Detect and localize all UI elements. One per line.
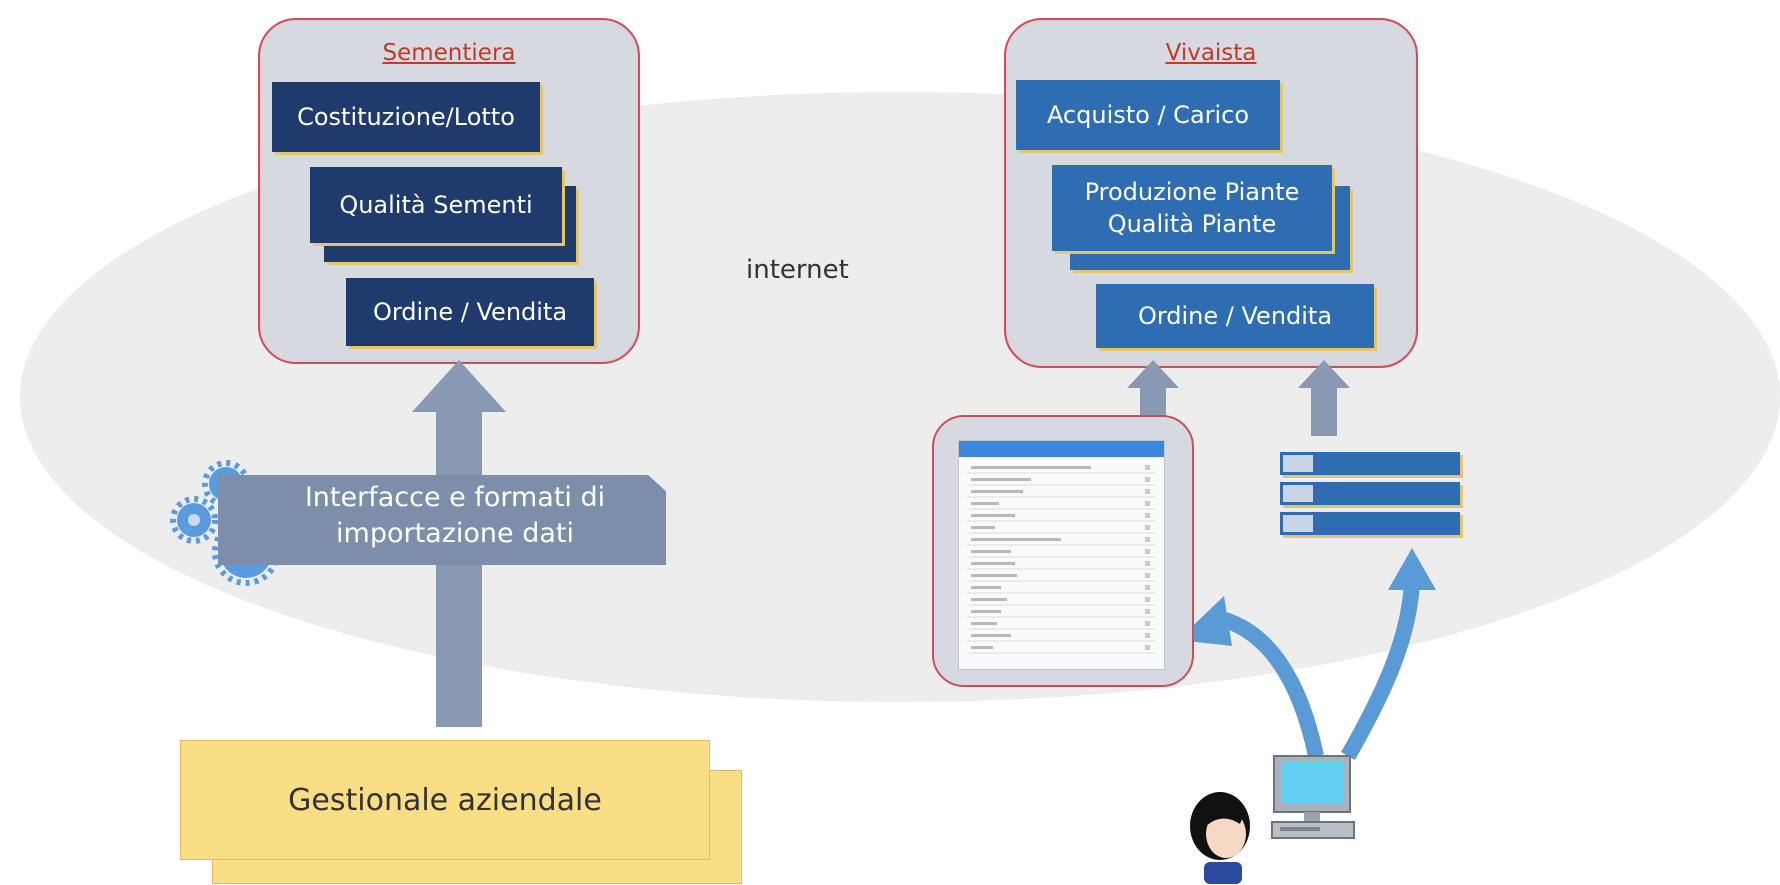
vivaista-box-ordine: Ordine / Vendita [1096,284,1374,348]
computer-icon [1271,755,1355,839]
upload-arrow [412,360,506,727]
list-screen-rows [967,465,1155,654]
sementiera-box-qualita: Qualità Sementi [310,167,562,243]
form-row-2 [1280,482,1460,505]
vivaista-box-produzione-line2: Qualità Piante [1107,210,1277,238]
form-row-1-field [1283,455,1313,472]
form-row-3 [1280,512,1460,535]
sementiera-box-costituzione: Costituzione/Lotto [272,82,540,152]
curved-arrow-to-list [1178,596,1324,758]
vivaista-title: Vivaista [1165,40,1257,66]
list-screen-thumbnail [958,440,1165,670]
list-screen-header-bar [959,441,1164,457]
person-icon [1190,792,1250,884]
sementiera-title: Sementiera [382,40,516,66]
sementiera-box-ordine: Ordine / Vendita [346,278,594,346]
curved-arrow-to-form [1341,548,1436,760]
gestionale-box: Gestionale aziendale [180,740,710,860]
form-to-vivaista-arrow [1298,360,1350,436]
import-interfaces-line1: Interfacce e formati di [304,482,606,513]
import-interfaces-banner [218,475,666,565]
import-interfaces-line2: importazione dati [336,518,574,550]
form-row-2-field [1283,485,1313,502]
internet-label: internet [746,255,849,285]
form-row-1 [1280,452,1460,475]
vivaista-box-produzione-line1: Produzione Piante [1084,177,1300,206]
vivaista-box-produzione: Produzione Piante Qualità Piante [1052,165,1332,251]
form-row-3-field [1283,515,1313,532]
import-interfaces-text: Interfacce e formati di importazione dat… [280,480,630,553]
vivaista-box-acquisto: Acquisto / Carico [1016,80,1280,150]
